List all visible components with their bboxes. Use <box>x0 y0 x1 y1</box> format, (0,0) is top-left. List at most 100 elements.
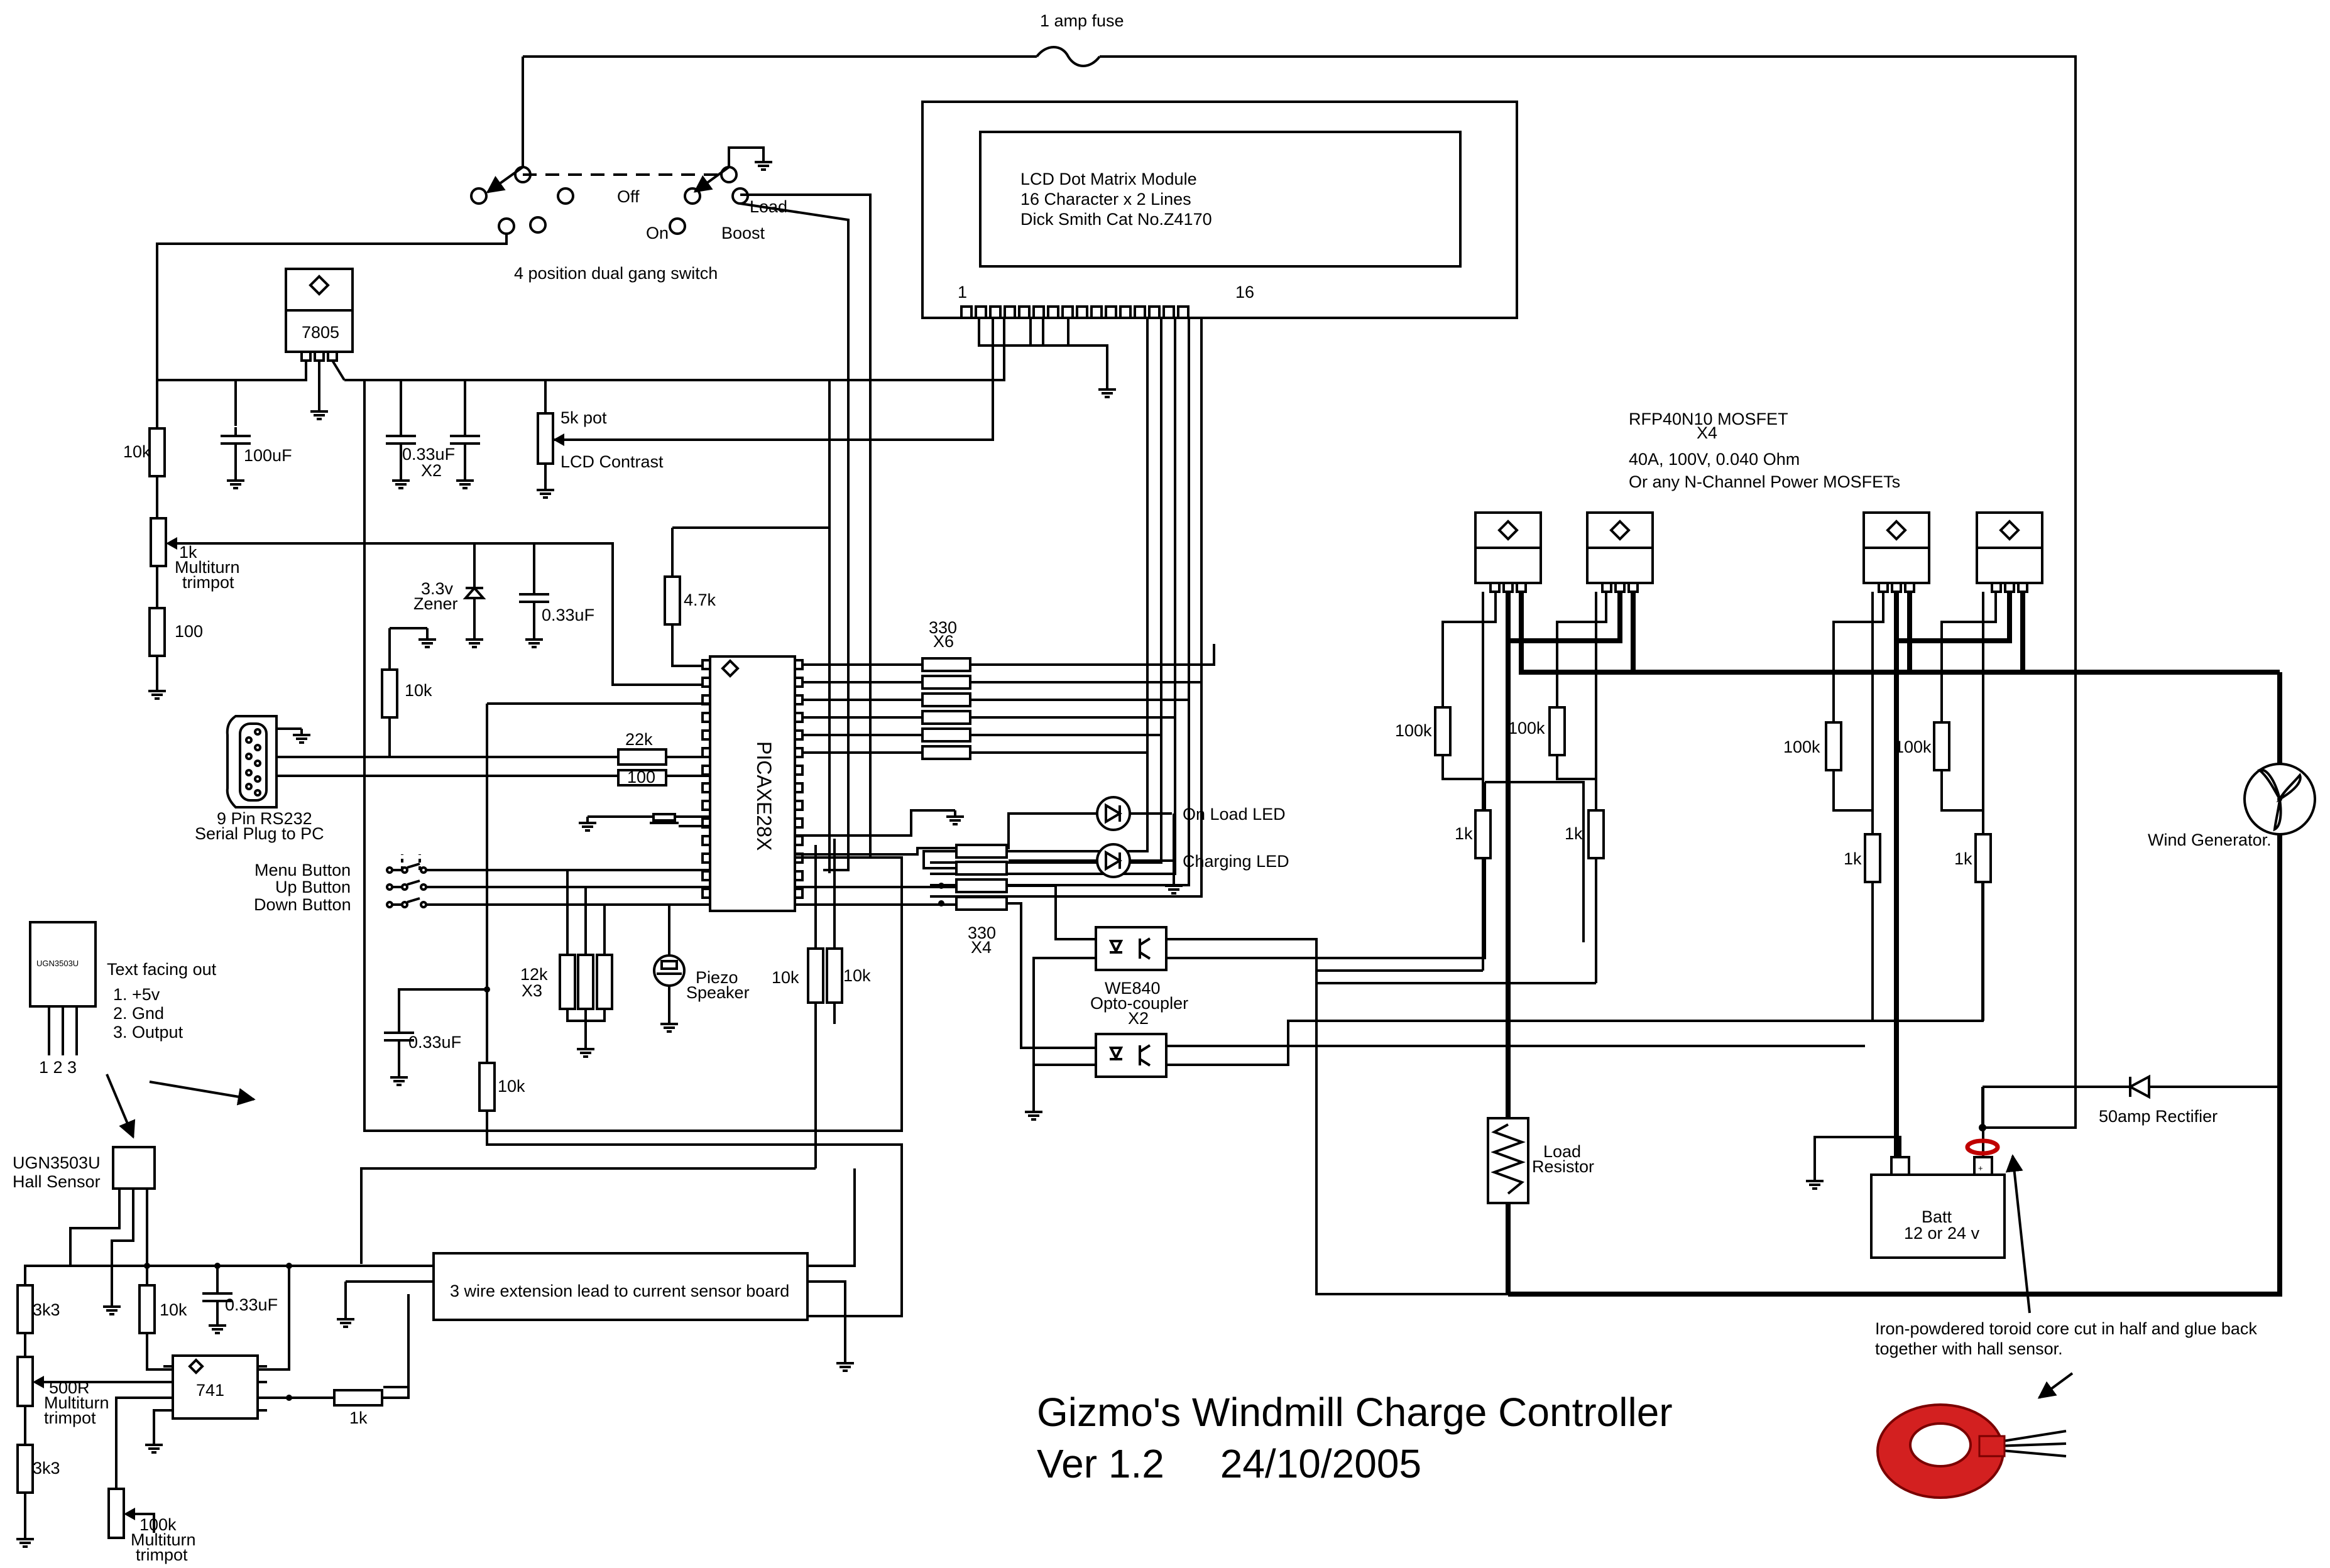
r1k-2-label: 1k <box>1565 824 1583 843</box>
lcd-pin <box>1162 305 1175 319</box>
ext-lead-label: 3 wire extension lead to current sensor … <box>450 1282 789 1300</box>
pic-pin-left <box>701 852 711 864</box>
trim100k-l2: Multiturn <box>131 1530 196 1549</box>
mosfet-l4: Or any N-Channel Power MOSFETs <box>1629 472 1900 491</box>
rs232-l1: 9 Pin RS232 <box>217 809 312 828</box>
hall-chip: UGN3503U 1 2 3 Text facing out 1. +5v 2.… <box>29 921 256 1139</box>
battery: + Batt 12 or 24 v <box>1805 1087 2006 1259</box>
hall-chip-p3: 3. Output <box>113 1023 183 1042</box>
mosfet-l1: RFP40N10 MOSFET <box>1629 410 1788 428</box>
pic-pin-right <box>794 870 804 881</box>
pic-pin-left <box>701 782 711 793</box>
pic-pin-left <box>701 677 711 688</box>
r22k: 22k <box>617 730 667 766</box>
lcd-pin <box>1061 305 1074 319</box>
r10k-low-label: 10k <box>498 1077 525 1096</box>
lcd-line3: Dick Smith Cat No.Z4170 <box>1020 210 1212 229</box>
pic-label: PICAXE28X <box>753 741 775 851</box>
r1k-sensor-label: 1k <box>349 1408 368 1427</box>
r330x6-l1: 330 <box>929 618 957 637</box>
resistor-330 <box>921 745 971 760</box>
r10k-top-label: 10k <box>123 442 151 461</box>
resistor-330 <box>921 710 971 725</box>
r1k-3-label: 1k <box>1844 849 1862 868</box>
opamp-label: 741 <box>196 1381 224 1400</box>
picaxe-chip: PICAXE28X <box>701 655 804 912</box>
resistor-330 <box>921 727 971 743</box>
rs232-connector: 9 Pin RS232 Serial Plug to PC <box>195 715 710 843</box>
mosfet-l3: 40A, 100V, 0.040 Ohm <box>1629 450 1800 469</box>
resistor-330 <box>921 657 971 672</box>
r10k-pair: 10k 10k <box>360 839 871 1264</box>
trim1k-l1: 1k <box>179 543 197 562</box>
r100k-1-label: 100k <box>1395 721 1432 740</box>
pot5k-label: 5k pot <box>561 408 607 427</box>
r22k-label: 22k <box>625 730 653 749</box>
switch-on-label: On <box>646 224 669 242</box>
trim1k-l2: Multiturn <box>175 558 240 577</box>
pic-pin-left <box>701 712 711 723</box>
load-resistor: Load Resistor <box>1487 1117 1594 1204</box>
r10k-mid-label: 10k <box>405 681 432 700</box>
pic-pin-right <box>794 765 804 776</box>
lcd-pin <box>1032 305 1045 319</box>
trim500r-l1: 500R <box>49 1378 90 1397</box>
pic-pin-left <box>701 729 711 741</box>
cap-033-low: 0.33uF 10k <box>383 986 903 1317</box>
pic-pins <box>701 659 804 899</box>
r12k-l1: 12k <box>520 965 548 984</box>
lcd-pin <box>1177 305 1190 319</box>
button-section: Menu Button Up Button Down Button 12k X3 <box>254 854 710 1058</box>
opto-l2: Opto-coupler <box>1090 994 1188 1013</box>
rs232-l2: Serial Plug to PC <box>195 824 324 843</box>
r330x4-l2: X4 <box>971 938 992 957</box>
wind-generator: Wind Generator. <box>2148 763 2316 849</box>
caps-033-x2: 0.33uF X2 <box>344 379 829 489</box>
r47k-label: 4.7k <box>684 591 716 609</box>
r3k3-top-label: 3k3 <box>33 1300 60 1319</box>
r10k-sensor-label: 10k <box>160 1300 187 1319</box>
hall-chip-p1: 1. +5v <box>113 985 160 1004</box>
pic-pin-right <box>794 729 804 741</box>
r10k-a-label: 10k <box>772 968 799 987</box>
pic-left-wiring <box>363 380 903 1132</box>
down-button-label: Down Button <box>254 895 351 914</box>
r330x6-l2: X6 <box>933 632 954 651</box>
opto-l3: X2 <box>1128 1009 1149 1028</box>
sensor-board: 3 wire extension lead to current sensor … <box>70 1168 856 1388</box>
wind-gen-label: Wind Generator. <box>2148 830 2272 849</box>
pic-pin-left <box>701 800 711 811</box>
trim1k-l3: trimpot <box>182 573 234 592</box>
r3k3-bottom-label: 3k3 <box>33 1459 60 1478</box>
toroid-note: Iron-powdered toroid core cut in half an… <box>1875 1154 2257 1499</box>
led-charge-label: Charging LED <box>1183 852 1289 871</box>
hall-chip-code: UGN3503U <box>36 959 79 968</box>
lcd-pin <box>1105 305 1117 319</box>
batt-l2: 12 or 24 v <box>1904 1224 1980 1243</box>
r100-mid-label: 100 <box>627 768 655 787</box>
r100k-4-label: 100k <box>1895 738 1932 756</box>
battery-plus: + <box>1978 1163 1983 1173</box>
title-text: Gizmo's Windmill Charge Controller <box>1037 1390 1673 1435</box>
zener-l2: Zener <box>413 594 458 613</box>
r100-mid: 100 <box>617 768 667 787</box>
led-load-label: On Load LED <box>1183 805 1286 824</box>
pic-pin-left <box>701 888 711 899</box>
fuse-label: 1 amp fuse <box>1040 11 1124 30</box>
mosfet-l2: X4 <box>1697 423 1717 442</box>
pic-pin-right <box>794 659 804 670</box>
switch-boost-label: Boost <box>721 224 765 242</box>
piezo-l1: Piezo <box>696 968 738 987</box>
r330-stack <box>802 644 1215 760</box>
lcd-pins <box>930 305 1203 898</box>
lcd-pin-last: 16 <box>1235 283 1254 302</box>
lcd-pin <box>1004 305 1016 319</box>
pic-pin-right <box>794 782 804 793</box>
toroid-note-l2: together with hall sensor. <box>1875 1339 2063 1358</box>
r100k-3-label: 100k <box>1783 738 1820 756</box>
pic-pin-right <box>794 677 804 688</box>
hall-sensor: UGN3503U Hall Sensor <box>13 1146 156 1315</box>
trim100k-l3: trimpot <box>136 1545 188 1564</box>
trim100k-l1: 100k <box>139 1515 177 1534</box>
